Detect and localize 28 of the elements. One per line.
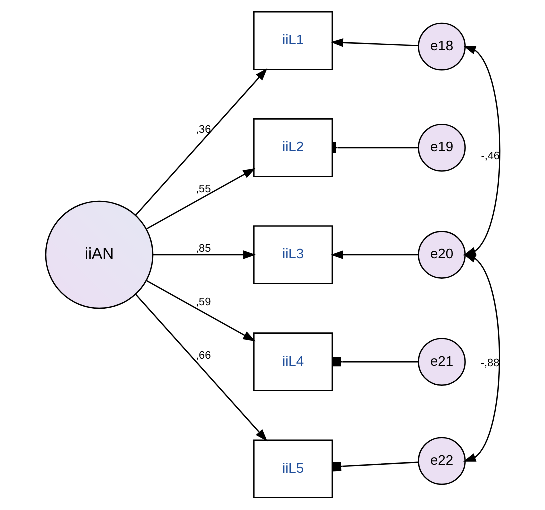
arrow [134, 294, 268, 442]
arrow [146, 168, 256, 230]
node-circle: e22 [418, 437, 466, 486]
edge-label: ,36 [196, 124, 211, 136]
node-circle: iiAN [44, 200, 154, 310]
node-box: iiL4 [253, 332, 333, 392]
edge-label: ,59 [196, 296, 211, 308]
arrow [146, 280, 256, 342]
edge-label: -,46 [480, 150, 500, 162]
node-circle: e20 [418, 231, 466, 279]
node-circle: e19 [418, 124, 466, 172]
connector [332, 357, 418, 367]
node-box: iiL2 [253, 118, 333, 178]
edge-label: ,55 [196, 183, 211, 196]
node-box: iiL3 [253, 226, 333, 284]
arrow [134, 68, 268, 216]
edge-label: -,88 [480, 358, 500, 370]
edge-label: ,66 [196, 350, 211, 362]
arrow [462, 254, 500, 462]
edge-label: ,85 [196, 242, 211, 255]
connector [331, 462, 418, 472]
arrow [152, 250, 256, 260]
node-circle: e18 [418, 22, 466, 71]
arrow [330, 38, 418, 48]
node-box: iiL1 [253, 11, 333, 70]
node-box: iiL5 [253, 440, 333, 499]
arrow [330, 250, 418, 260]
node-circle: e21 [418, 338, 466, 386]
